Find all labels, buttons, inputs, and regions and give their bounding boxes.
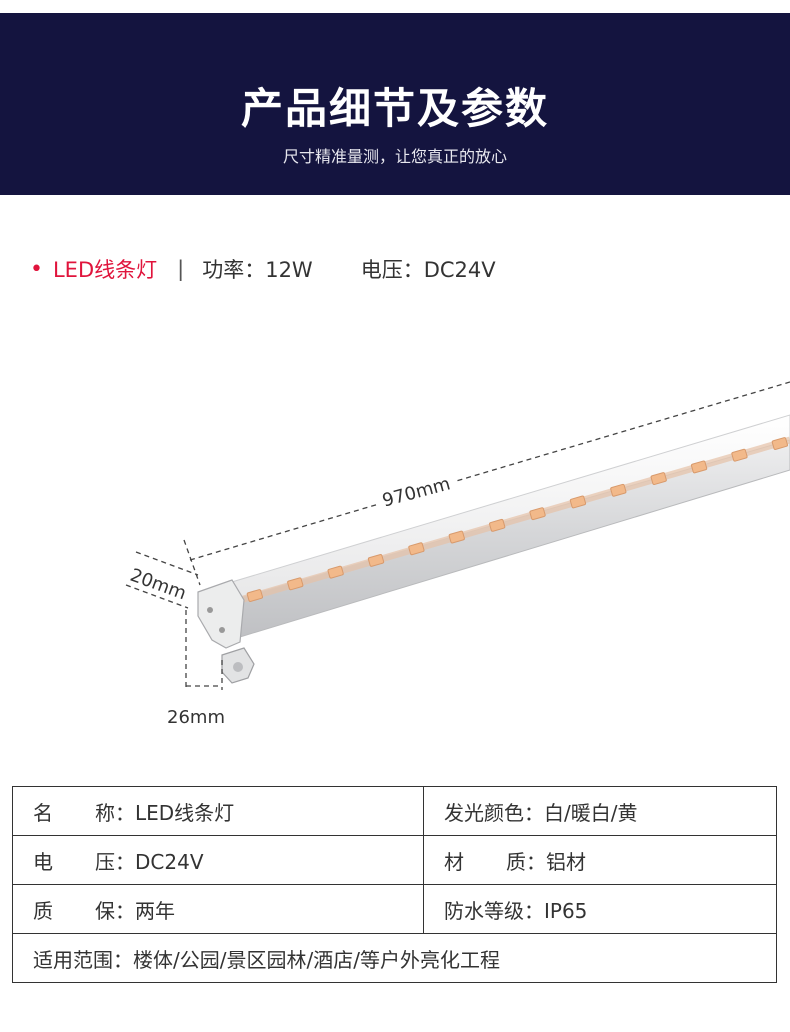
param-name-value: LED线条灯 xyxy=(135,800,235,825)
led-chip xyxy=(246,589,263,602)
parameter-table: 名称：LED线条灯 发光颜色：白/暖白/黄 电压：DC24V 材质：铝材 质保：… xyxy=(12,786,777,983)
led-chip xyxy=(367,554,385,567)
param-material-value: 铝材 xyxy=(546,849,586,874)
led-chip xyxy=(690,460,708,474)
light-bar xyxy=(197,414,790,684)
param-color-cell: 发光颜色：白/暖白/黄 xyxy=(423,786,777,836)
product-name: LED线条灯 xyxy=(52,258,158,282)
led-chip xyxy=(287,577,304,591)
spec-voltage: 电压：DC24V xyxy=(360,258,496,282)
led-chip xyxy=(529,507,546,521)
page-title: 产品细节及参数 xyxy=(240,84,549,133)
param-waterproof-cell: 防水等级：IP65 xyxy=(423,884,777,934)
table-row: 质保：两年 防水等级：IP65 xyxy=(12,884,777,934)
param-color-value: 白/暖白/黄 xyxy=(544,800,638,825)
param-warranty-value: 两年 xyxy=(135,898,175,923)
spec-separator: | xyxy=(177,257,185,281)
led-chip xyxy=(408,542,425,556)
led-chip xyxy=(569,495,587,509)
table-row: 电压：DC24V 材质：铝材 xyxy=(12,835,777,885)
led-chip xyxy=(731,448,748,462)
led-chip xyxy=(771,437,788,450)
param-warranty-cell: 质保：两年 xyxy=(12,884,424,934)
bullet-icon: • xyxy=(30,256,43,282)
param-waterproof-value: IP65 xyxy=(544,898,588,923)
height-dimension-label: 20mm xyxy=(127,565,189,605)
led-chip xyxy=(610,483,627,497)
dimension-lines xyxy=(125,381,790,690)
param-usage-cell: 适用范围：楼体/公园/景区园林/酒店/等户外亮化工程 xyxy=(12,933,777,983)
end-cap xyxy=(197,579,255,684)
header-banner: 产品细节及参数 尺寸精准量测，让您真正的放心 xyxy=(0,13,790,195)
width-dimension-label: 26mm xyxy=(167,707,225,728)
led-chip xyxy=(327,565,344,579)
spec-power: 功率：12W xyxy=(202,258,313,282)
spec-summary: • LED线条灯 | 功率：12W 电压：DC24V xyxy=(30,254,496,284)
param-material-cell: 材质：铝材 xyxy=(423,835,777,885)
led-chip xyxy=(489,518,506,532)
led-chip xyxy=(650,472,667,485)
product-dimension-figure: 970mm 20mm 26mm xyxy=(125,381,790,728)
param-voltage-cell: 电压：DC24V xyxy=(12,835,424,885)
led-chips xyxy=(246,437,788,602)
table-row: 适用范围：楼体/公园/景区园林/酒店/等户外亮化工程 xyxy=(12,933,777,983)
param-usage-value: 楼体/公园/景区园林/酒店/等户外亮化工程 xyxy=(133,947,500,972)
param-name-cell: 名称：LED线条灯 xyxy=(12,786,424,836)
page-subtitle: 尺寸精准量测，让您真正的放心 xyxy=(282,147,507,166)
param-voltage-value: DC24V xyxy=(135,849,204,874)
led-chip xyxy=(448,530,465,544)
table-row: 名称：LED线条灯 发光颜色：白/暖白/黄 xyxy=(12,786,777,836)
